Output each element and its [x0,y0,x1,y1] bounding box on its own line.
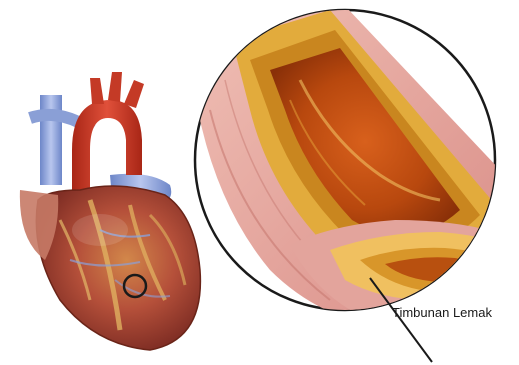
plaque-label: Timbunan Lemak [392,305,519,320]
vena-cava [40,95,62,185]
heart [20,72,201,350]
